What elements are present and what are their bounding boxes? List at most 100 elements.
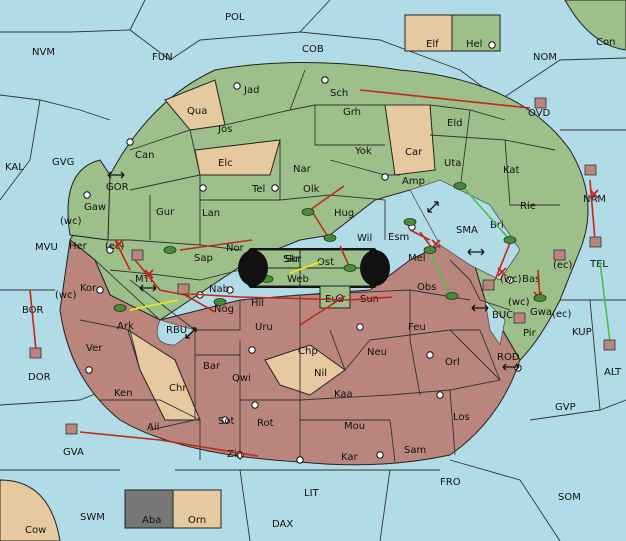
sea-label-nom: NOM [533,52,557,63]
sea-label-gvg: GVG [52,157,74,168]
sea-label-cow: Cow [25,525,46,536]
label-uta: Uta [444,158,461,169]
army-units[interactable] [113,182,547,312]
sea-label-dax: DAX [272,519,293,530]
province-nil-fill [264,344,346,396]
sea-label-rod: ROD [497,352,520,363]
province-orn[interactable] [172,489,222,529]
label-car: Car [405,147,423,158]
label-hil: Hil [251,298,264,309]
island-label-elf: Elf [426,39,439,50]
label-ark: Ark [117,321,134,332]
label-mel: Mel [408,253,426,264]
island-label-hel: Hel [466,39,482,50]
supply-centers [83,41,522,464]
label-nil: Nil [314,368,327,379]
sea-label-buc: BUC [492,310,513,321]
island-label-aba: Aba [142,515,161,526]
island-label-orn: Orn [188,515,206,526]
label-uru: Uru [255,322,273,333]
label-rie: Rie [520,201,536,212]
label-ost: Ost [317,257,334,268]
sea-label-swm: SWM [80,512,105,523]
label-sch: Sch [330,88,348,99]
label-web: Web [287,274,309,285]
label-olk: Olk [303,184,320,195]
coast-label-her-wc: (wc) [60,216,82,227]
inner-sea-buc [484,298,506,347]
sea-label-lit: LIT [304,488,320,499]
label-hug: Hug [334,208,354,219]
label-kat: Kat [503,165,520,176]
sea-label-mti: MTI [135,274,153,285]
support-orders [129,261,321,311]
province-borders [79,69,560,463]
label-qwi: Qwi [232,373,251,384]
label-skr-top: Skr [283,254,300,265]
label-wil: Wil [357,233,372,244]
label-orl: Orl [445,357,460,368]
sea-label-pol: POL [225,12,245,23]
province-elf[interactable] [404,14,453,52]
label-lan: Lan [202,208,220,219]
sea-label-con: Con [596,37,615,48]
label-neu: Neu [367,347,387,358]
province-eun[interactable] [319,285,351,309]
label-pir: Pir [523,328,537,339]
label-bas: Bas [522,274,540,285]
label-los: Los [453,412,470,423]
label-nar: Nar [293,164,312,175]
label-sap: Sap [194,253,213,264]
label-gwa: Gwa [530,307,552,318]
island-label-dor: DOR [28,372,51,383]
label-elc: Elc [218,158,233,169]
sea-label-cob: COB [302,44,324,55]
label-sot: Sot [218,416,234,427]
sea-label-nvm: NVM [32,47,55,58]
sea-label-mvu: MVU [35,242,58,253]
label-skr: Skr [285,254,302,265]
label-nab: Nab [209,284,229,295]
label-rot: Rot [257,418,274,429]
sea-label-fun: FUN [152,52,173,63]
sea-label-rbu: RBU [166,325,187,336]
lake-east-end [360,250,390,286]
label-amp: Amp [402,176,425,187]
label-esm: Esm [388,232,409,243]
label-gaw: Gaw [84,202,106,213]
convoy-orders [431,187,611,343]
inner-sea-rbu [156,319,196,346]
label-kaa: Kaa [334,389,353,400]
label-chr: Chr [169,383,187,394]
label-gur: Gur [156,207,175,218]
label-her: Her [69,241,88,252]
lake-west-end [238,250,268,286]
coast-label-gwa-ec: (ec) [552,309,572,320]
label-chp: Chp [298,346,318,357]
sea-label-gvp: GVP [555,402,576,413]
label-mou: Mou [344,421,365,432]
label-obs: Obs [417,282,436,293]
sea-label-sma: SMA [456,225,478,236]
coast-label-gwa-wc: (wc) [508,297,530,308]
fleet-units[interactable] [29,97,616,435]
label-ken: Ken [114,388,133,399]
label-sam: Sam [404,445,426,456]
label-eld: Eld [447,118,462,129]
label-feu: Feu [408,322,426,333]
coast-label-kor-wc: (wc) [55,290,77,301]
label-nor: Nor [226,243,245,254]
label-ver: Ver [86,343,103,354]
label-kar: Kar [341,452,359,463]
label-qua: Qua [187,106,207,117]
sea-label-kup: KUP [572,327,592,338]
label-ail: Ail [147,422,159,433]
western-arm [67,159,111,241]
label-yok: Yok [354,146,372,157]
label-nog: Nog [214,304,234,315]
sea-label-gor: GOR [106,182,129,193]
label-tel: Tel [251,184,265,195]
coast-label-bas-ec: (ec) [553,260,573,271]
